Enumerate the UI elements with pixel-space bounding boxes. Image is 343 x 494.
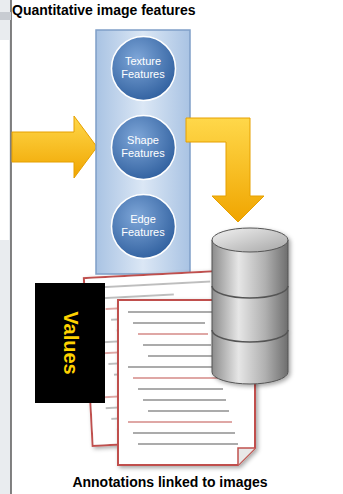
window-sliver <box>0 0 11 494</box>
database-icon <box>212 228 288 384</box>
band-label: Values <box>59 311 82 374</box>
value-band: Values <box>35 283 105 403</box>
caption-label: Annotations linked to images <box>72 474 267 490</box>
feature-name: Edge Features <box>118 213 168 239</box>
feature-panel <box>96 30 190 274</box>
title: Quantitative image features <box>12 2 196 18</box>
feature-circle: Edge Features <box>110 193 177 260</box>
feature-circle: Texture Features <box>110 35 177 102</box>
feature-name: Texture Features <box>118 55 168 81</box>
feature-name: Shape Features <box>118 134 168 160</box>
output-arrow <box>186 118 264 222</box>
input-arrow <box>12 116 97 178</box>
feature-circle: Shape Features <box>110 114 177 181</box>
